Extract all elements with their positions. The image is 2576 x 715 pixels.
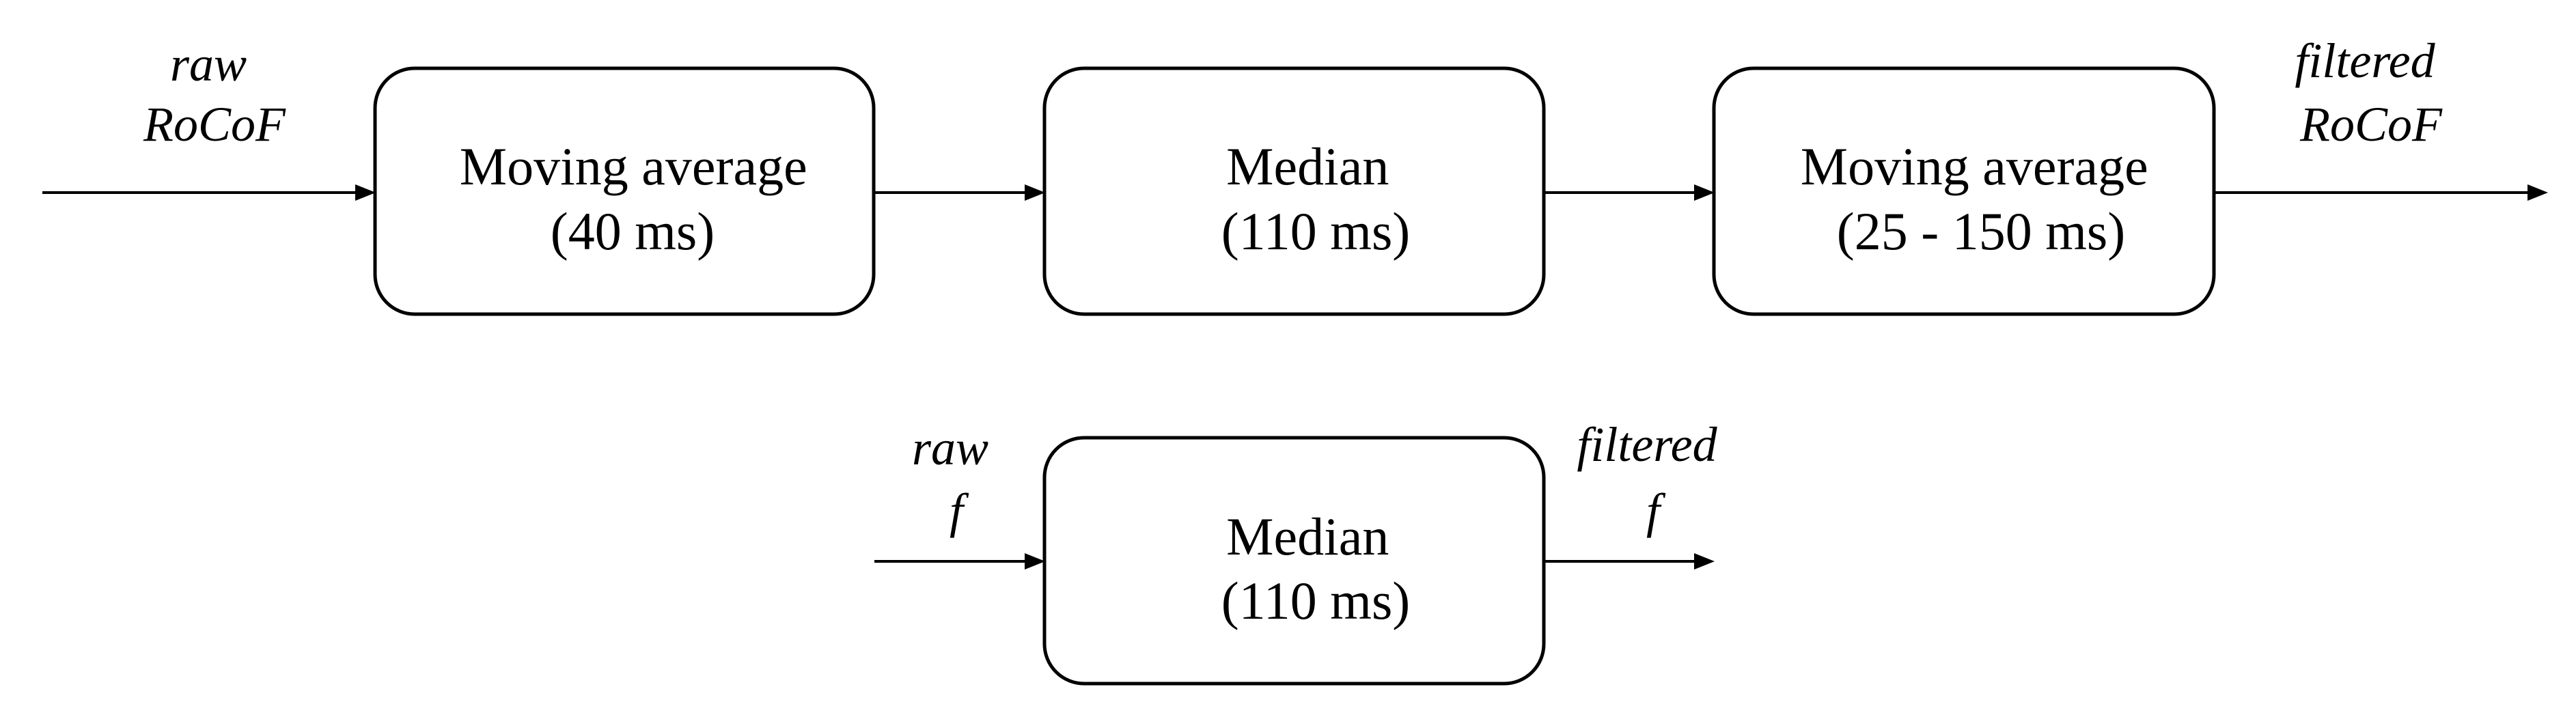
svg-text:Median (110 ms): Median (110 ms) <box>1221 507 1411 630</box>
frequency-filter-chain: raw f Median (110 ms) filtered f <box>874 417 1729 686</box>
moving-average-variable-block: Moving average (25 - 150 ms) <box>1712 66 2216 316</box>
rocof-output-label: filtered RoCoF <box>2295 33 2447 152</box>
svg-text:Median (110 ms): Median (110 ms) <box>1221 137 1411 261</box>
rocof-input-arrow <box>42 184 376 201</box>
moving-average-block: Moving average (40 ms) <box>373 66 876 316</box>
frequency-output-arrow <box>1544 553 1715 570</box>
svg-text:Moving average (40 ms): Moving average (40 ms) <box>460 137 820 261</box>
rocof-filter-chain: raw RoCoF Moving average (40 ms) Median <box>42 33 2548 316</box>
svg-text:Moving average (25 - 1: Moving average (25 - 150 ms) <box>1801 137 2161 261</box>
arrow-moving-average-to-median <box>874 184 1045 201</box>
rocof-input-label: raw RoCoF <box>143 37 286 152</box>
frequency-output-label: filtered f <box>1577 417 1729 538</box>
frequency-input-label: raw f <box>912 421 1001 538</box>
rocof-output-arrow <box>2214 184 2548 201</box>
arrow-median-to-moving-average <box>1544 184 1715 201</box>
median-block: Median (110 ms) <box>1042 66 1546 316</box>
frequency-median-block: Median (110 ms) <box>1042 436 1546 686</box>
frequency-input-arrow <box>874 553 1045 570</box>
